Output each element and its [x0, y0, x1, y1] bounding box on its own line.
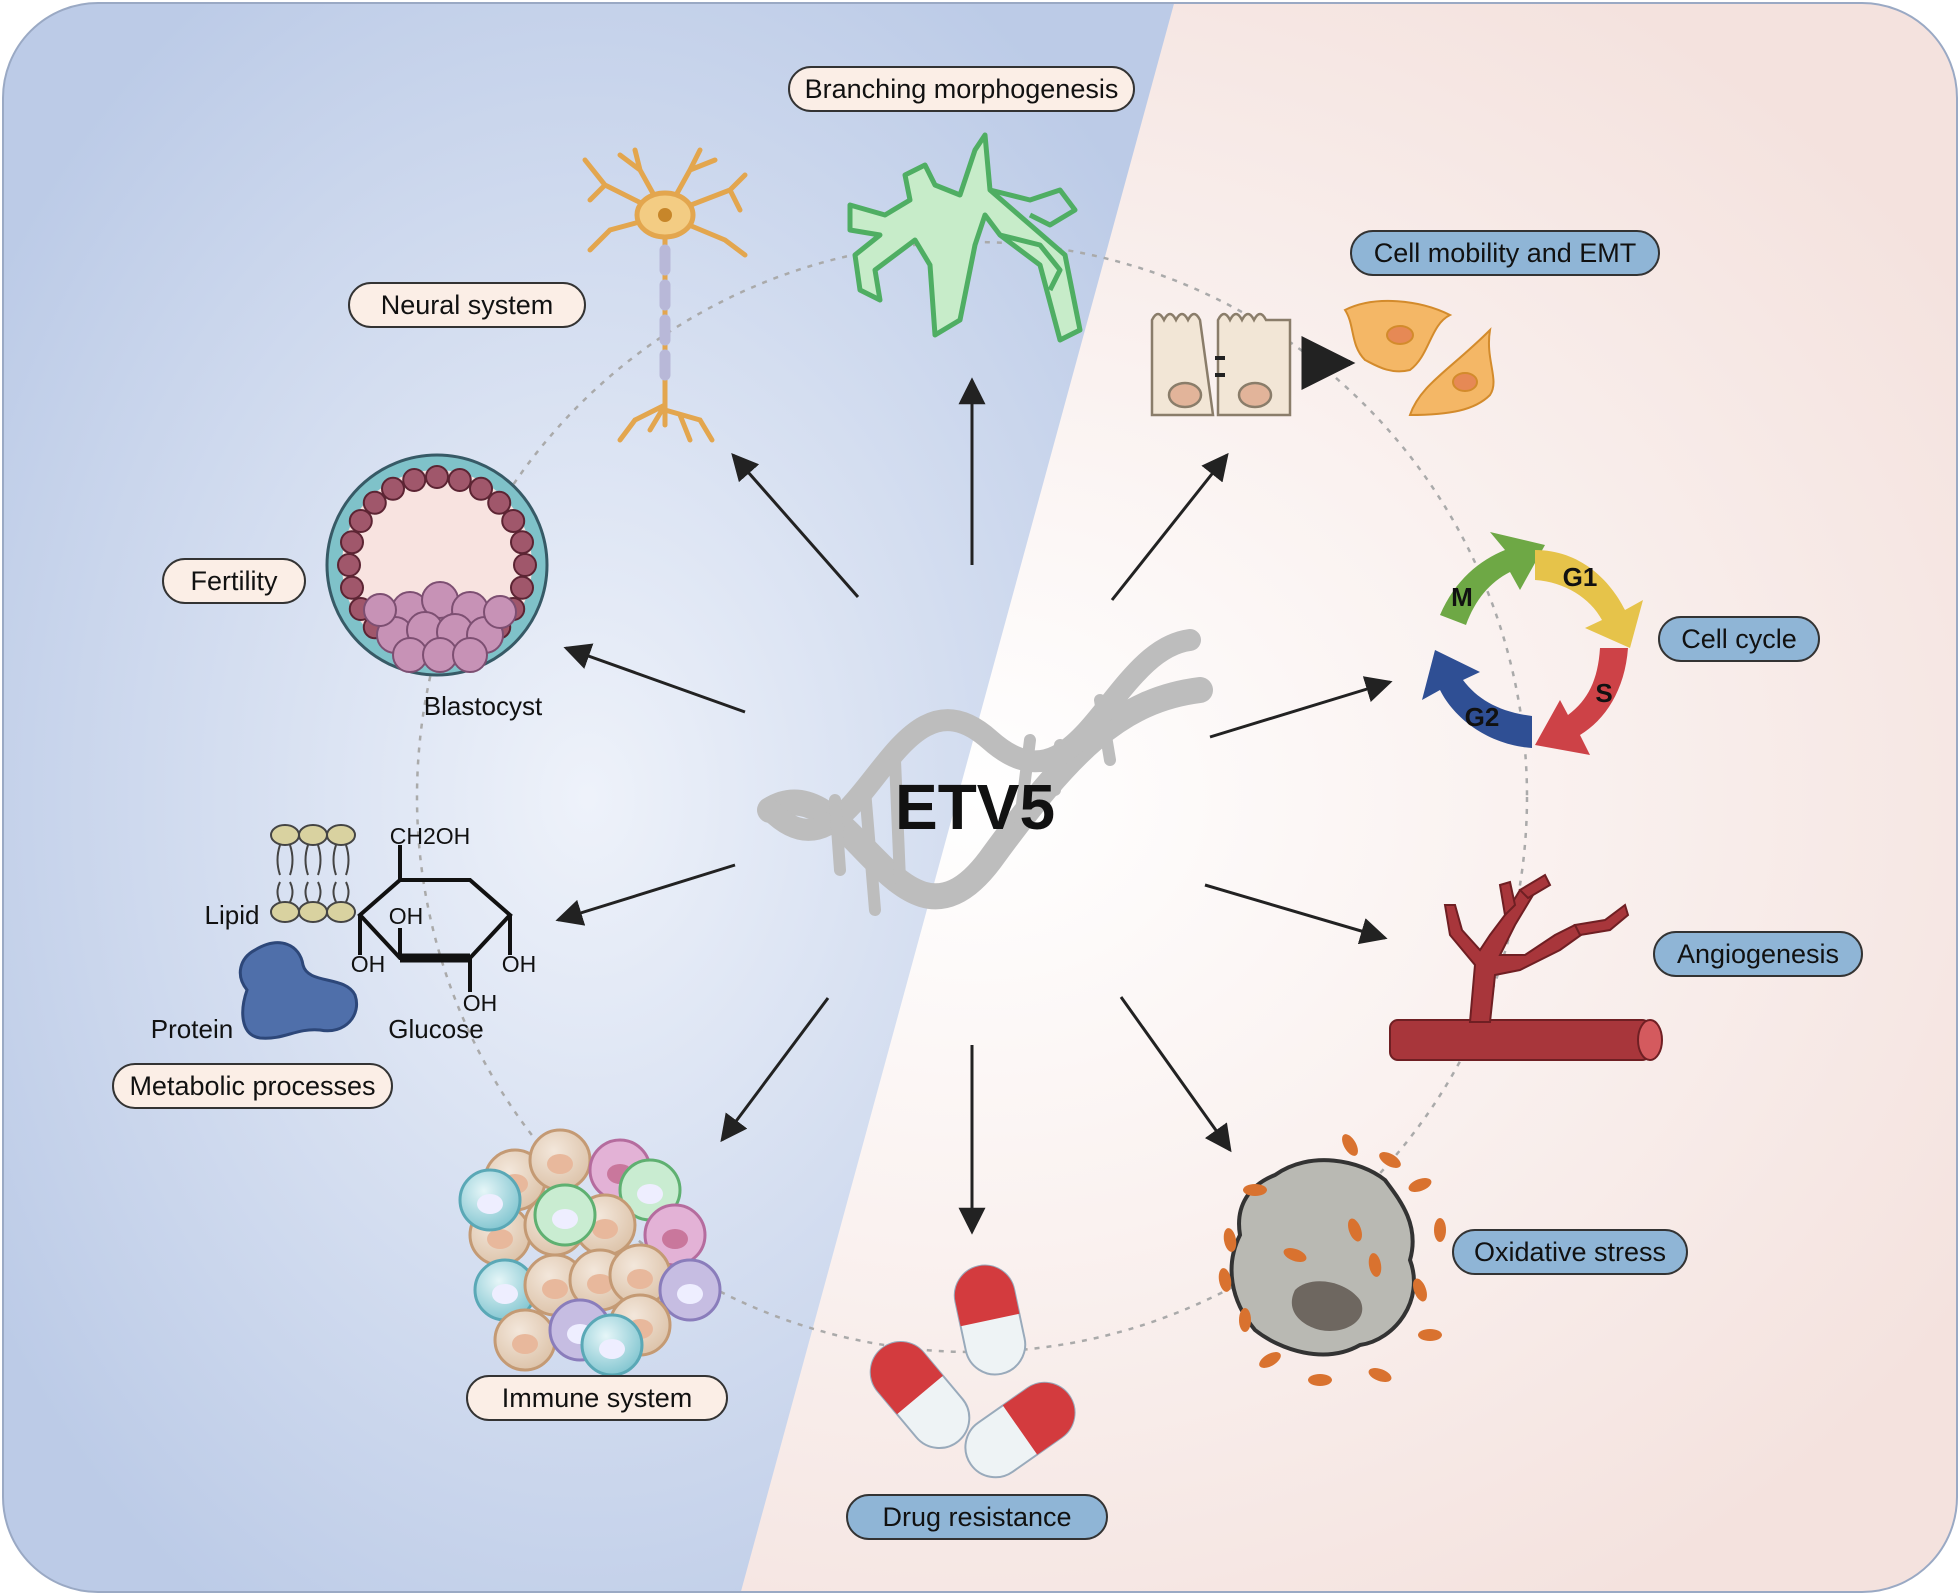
phase-g1-label: G1	[1563, 562, 1598, 592]
ros-particle	[1418, 1329, 1442, 1341]
phase-m-arrow	[1440, 532, 1545, 625]
arrow-oxidative	[1119, 996, 1232, 1153]
trophoblast-cell	[337, 553, 361, 577]
vessel-icon	[1389, 873, 1663, 1061]
trophoblast-cell	[487, 490, 512, 515]
ros-particle	[1283, 1248, 1307, 1262]
immune-cell-nucleus	[487, 1229, 513, 1249]
immune-cell-nucleus	[492, 1284, 518, 1304]
blastocyst-label: Blastocyst	[424, 691, 543, 721]
glucose-label: Glucose	[388, 1014, 483, 1044]
trophoblast-cell	[362, 490, 387, 515]
ros-particle	[1368, 1368, 1392, 1382]
pill-immune: Immune system	[466, 1375, 728, 1421]
arrow-fertility	[563, 643, 746, 714]
immune-cell-nucleus	[627, 1269, 653, 1289]
phase-g1-arrow	[1535, 550, 1643, 648]
ros-particle	[1348, 1218, 1362, 1242]
mesenchymal-cells-icon	[1343, 300, 1495, 417]
pill-metabolic: Metabolic processes	[112, 1063, 393, 1109]
trophoblast-cell	[513, 553, 537, 577]
pill-neural: Neural system	[348, 282, 586, 328]
phase-g2-arrow	[1422, 650, 1532, 748]
trophoblast-cell	[501, 509, 526, 533]
immune-cell-nucleus	[477, 1194, 503, 1214]
ros-particle	[1218, 1268, 1232, 1292]
pill-angiogenesis: Angiogenesis	[1653, 931, 1863, 977]
ros-particle	[1342, 1134, 1358, 1156]
phase-g2-label: G2	[1465, 702, 1500, 732]
trophoblast-cell	[402, 467, 427, 492]
blastocyst-icon	[325, 453, 549, 677]
trophoblast-cell	[339, 530, 364, 555]
ch2oh-label: CH2OH	[390, 823, 471, 849]
trophoblast-cell	[510, 575, 535, 600]
immune-cell-nucleus	[587, 1274, 613, 1294]
ros-particle	[1379, 1152, 1401, 1168]
pill-branching: Branching morphogenesis	[788, 66, 1135, 112]
arrow-metabolic	[555, 863, 736, 926]
ros-particle	[1223, 1228, 1237, 1252]
immune-cell-nucleus	[547, 1154, 573, 1174]
trophoblast-cell	[425, 465, 449, 489]
immune-cell-nucleus	[677, 1284, 703, 1304]
glucose-icon	[357, 845, 513, 992]
oh-label-3: OH	[502, 951, 537, 977]
left-panel	[3, 3, 1175, 1592]
trophoblast-cell	[348, 509, 373, 533]
trophoblast-cell	[339, 575, 364, 600]
ros-particle	[1243, 1184, 1267, 1196]
ros-particle	[1368, 1253, 1382, 1277]
immune-cell-nucleus	[662, 1229, 688, 1249]
pill-oxidative: Oxidative stress	[1452, 1229, 1688, 1275]
phase-m-label: M	[1451, 582, 1473, 612]
oh-label-2: OH	[351, 951, 386, 977]
immune-cell-nucleus	[512, 1334, 538, 1354]
ros-particle	[1308, 1374, 1332, 1386]
trophoblast-cell	[447, 467, 472, 492]
protein-icon	[238, 941, 358, 1040]
ros-particle	[1239, 1308, 1251, 1332]
arrow-angiogenesis	[1204, 883, 1388, 945]
pill-cell-cycle: Cell cycle	[1658, 616, 1820, 662]
immune-cell-nucleus	[599, 1339, 625, 1359]
trophoblast-cell	[510, 530, 535, 555]
ros-particle	[1408, 1178, 1432, 1192]
lipid-icon	[270, 824, 356, 923]
lipid-label: Lipid	[205, 900, 260, 930]
epithelial-cells-icon	[1150, 312, 1292, 417]
immune-cell-nucleus	[552, 1209, 578, 1229]
arrow-neural	[731, 452, 860, 598]
pill-mobility: Cell mobility and EMT	[1350, 230, 1660, 276]
phase-s-arrow	[1535, 648, 1628, 755]
immune-cells-icon	[458, 1128, 722, 1377]
immune-cell-nucleus	[637, 1184, 663, 1204]
trophoblast-cell	[469, 476, 493, 501]
dna-helix-icon	[757, 629, 1213, 916]
cell-cycle-icon	[1422, 532, 1643, 755]
oxidative-cell-icon	[1218, 1134, 1446, 1386]
etv5-center-label: ETV5	[895, 771, 1056, 843]
oh-label-1: OH	[389, 903, 424, 929]
arrow-mobility	[1110, 452, 1229, 601]
protein-label: Protein	[151, 1014, 233, 1044]
immune-cell-nucleus	[592, 1219, 618, 1239]
phase-s-label: S	[1595, 678, 1612, 708]
trophoblast-cell	[381, 476, 405, 501]
arrow-cell-cycle	[1209, 676, 1393, 739]
branching-lung-icon	[847, 132, 1083, 343]
orbit-circle	[415, 240, 1529, 1354]
ros-particle	[1259, 1352, 1281, 1368]
pill-drug: Drug resistance	[846, 1494, 1108, 1540]
arrow-immune	[720, 997, 830, 1143]
oh-label-4: OH	[463, 990, 498, 1016]
drug-capsules-icon	[869, 1264, 1076, 1479]
neuron-icon	[582, 147, 748, 443]
pill-fertility: Fertility	[162, 558, 306, 604]
immune-cell-nucleus	[542, 1279, 568, 1299]
ros-particle	[1434, 1218, 1446, 1242]
arrows	[555, 377, 1393, 1235]
ros-particle	[1413, 1278, 1427, 1302]
